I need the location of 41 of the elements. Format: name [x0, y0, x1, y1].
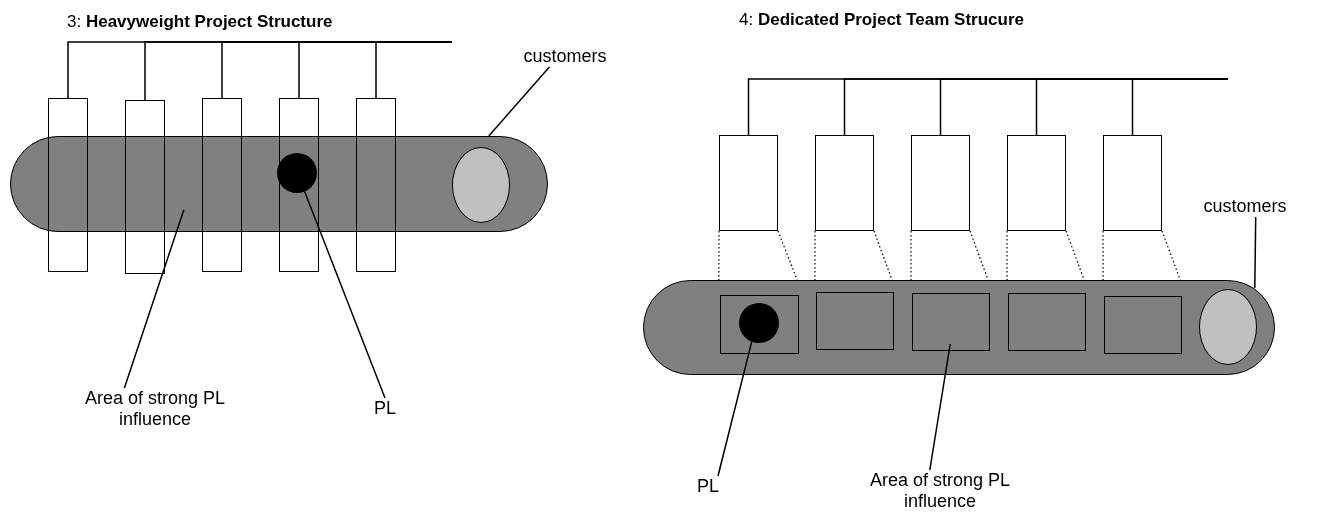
rectangle [911, 135, 970, 231]
projection-line [718, 230, 720, 281]
leader-line [717, 340, 753, 477]
panel-title: 3: Heavyweight Project Structure [67, 12, 333, 32]
projection-line [969, 230, 989, 281]
rectangle [1007, 135, 1066, 231]
rectangle [815, 135, 874, 231]
leader-line [929, 343, 951, 471]
projection-line [777, 230, 798, 281]
rectangle [912, 293, 990, 351]
projection-line [1102, 230, 1104, 281]
projection-line [814, 230, 816, 281]
rectangle [48, 98, 88, 272]
annotation-text: Area of strong PL influence [70, 388, 240, 430]
rectangle [719, 135, 778, 231]
annotation-text: PL [688, 476, 728, 497]
rectangle [202, 98, 242, 272]
leader-line [303, 190, 386, 399]
annotation-text: Area of strong PL influence [855, 470, 1025, 512]
panel-title: 4: Dedicated Project Team Strucure [739, 10, 1024, 30]
project-leader-dot [739, 303, 779, 343]
rectangle [816, 292, 894, 350]
annotation-text: PL [362, 398, 408, 419]
projection-line [1006, 230, 1008, 281]
rectangle [279, 98, 319, 272]
annotation-text: customers [500, 46, 630, 67]
rectangle [1103, 135, 1162, 231]
rectangle [1104, 296, 1182, 354]
rectangle [125, 100, 165, 274]
org-connector-line [1131, 78, 1229, 136]
customer-ellipse [1199, 289, 1257, 365]
leader-line [123, 209, 185, 389]
leader-line [488, 66, 551, 137]
annotation-text: customers [1178, 196, 1312, 217]
leader-line [1254, 216, 1257, 289]
projection-line [873, 230, 893, 281]
projection-line [910, 230, 912, 281]
rectangle [356, 98, 396, 272]
org-connector-line [375, 41, 453, 99]
rectangle [720, 295, 799, 354]
rectangle [1008, 293, 1086, 351]
